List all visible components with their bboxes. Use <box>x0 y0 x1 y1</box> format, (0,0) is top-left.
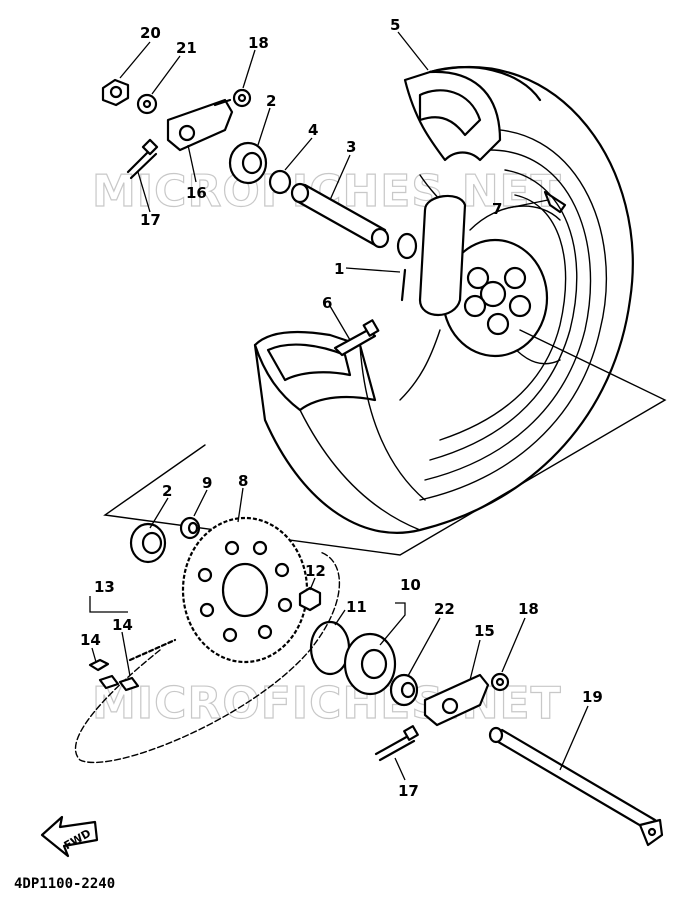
callout-7: 7 <box>492 200 502 218</box>
callout-19: 19 <box>582 688 603 706</box>
callout-2-top: 2 <box>266 92 276 110</box>
oil-seal <box>268 169 292 195</box>
sprocket-nut <box>298 586 322 612</box>
chain-joint-parts <box>88 658 140 692</box>
bearing-top <box>228 141 268 185</box>
valve <box>543 190 567 214</box>
collar-22 <box>389 673 419 707</box>
callout-20: 20 <box>140 24 161 42</box>
bolt-top <box>126 138 159 180</box>
callout-18-top: 18 <box>248 34 269 52</box>
callout-18-lower: 18 <box>518 600 539 618</box>
chain-adjuster-right <box>423 673 490 727</box>
callout-11: 11 <box>346 598 367 616</box>
callout-17-lower: 17 <box>398 782 419 800</box>
bearing-lower <box>129 522 167 564</box>
callout-10: 10 <box>400 576 421 594</box>
callout-16: 16 <box>186 184 207 202</box>
axle-spacer <box>290 182 390 249</box>
callout-1: 1 <box>334 260 344 278</box>
section-line-hub <box>103 329 667 556</box>
callout-4: 4 <box>308 121 318 139</box>
callout-12: 12 <box>305 562 326 580</box>
clutch-hub <box>343 632 397 696</box>
bolt-hub <box>333 319 380 357</box>
callout-14-left: 14 <box>80 631 101 649</box>
leader-lines <box>89 31 589 781</box>
callout-21: 21 <box>176 39 197 57</box>
callout-14-right: 14 <box>112 616 133 634</box>
callout-6: 6 <box>322 294 332 312</box>
o-ring <box>309 620 351 676</box>
chain-section <box>128 638 177 662</box>
axle <box>488 726 664 847</box>
callout-22: 22 <box>434 600 455 618</box>
collar-top <box>232 88 252 108</box>
drive-chain <box>74 551 341 764</box>
callout-13: 13 <box>94 578 115 596</box>
callout-9: 9 <box>202 474 212 492</box>
fwd-arrow: FWD <box>40 815 99 858</box>
callout-17-top: 17 <box>140 211 161 229</box>
collar-lower <box>490 672 510 692</box>
bolt-lower <box>374 725 419 762</box>
chain-adjuster-left <box>166 98 234 152</box>
wheel-hub <box>396 194 549 358</box>
watermark-bottom: MICROFICHES.NET <box>92 678 562 729</box>
callout-15: 15 <box>474 622 495 640</box>
nut-top <box>101 78 130 107</box>
callout-5: 5 <box>390 16 400 34</box>
collar-9 <box>179 516 201 540</box>
sprocket <box>181 516 309 664</box>
callout-3: 3 <box>346 138 356 156</box>
callout-numbers: 20 21 18 2 4 3 5 16 17 7 1 6 2 9 8 12 13… <box>80 16 603 800</box>
washer-top <box>136 93 158 115</box>
callout-2-lower: 2 <box>162 482 172 500</box>
drawing-code: 4DP1100-2240 <box>14 876 115 892</box>
callout-8: 8 <box>238 472 248 490</box>
